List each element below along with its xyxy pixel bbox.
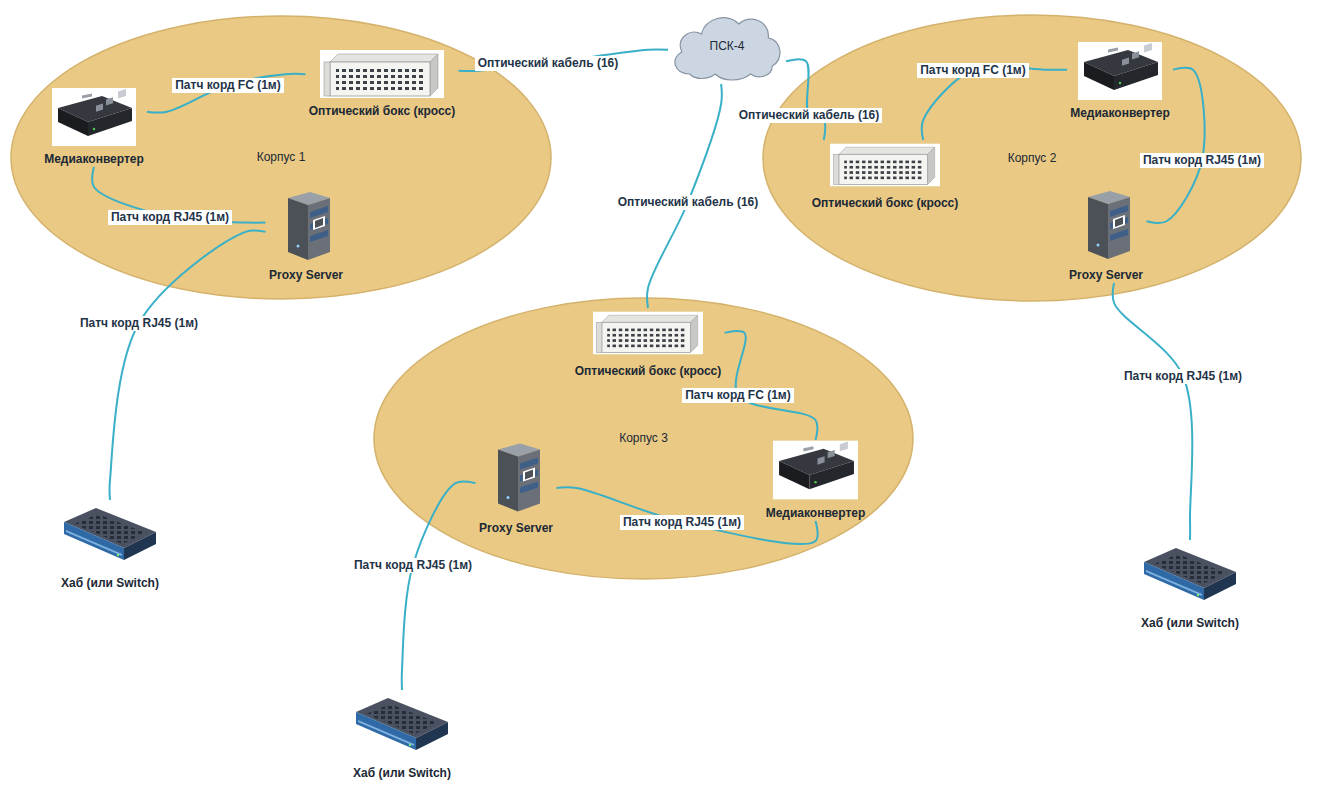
- cable-connector: [1113, 283, 1193, 540]
- optical-box: Оптический бокс (кросс): [572, 308, 725, 379]
- zone-fill: [11, 16, 551, 299]
- device-label: Хаб (или Switch): [353, 766, 451, 781]
- device-label: Хаб (или Switch): [1141, 616, 1239, 631]
- hub-switch: Хаб (или Switch): [350, 690, 454, 781]
- optical-box: Оптический бокс (кросс): [809, 140, 962, 211]
- cable-label: Патч корд RJ45 (1м): [77, 316, 201, 331]
- hub-switch: Хаб (или Switch): [1138, 540, 1242, 631]
- zone-title: ПСК-4: [710, 39, 745, 54]
- zone-title: Корпус 1: [257, 150, 306, 165]
- proxy-server: Proxy Server: [1066, 188, 1147, 283]
- device-label: Оптический бокс (кросс): [575, 364, 722, 379]
- proxy-server: Proxy Server: [476, 440, 557, 536]
- device-label: Оптический бокс (кросс): [812, 196, 959, 211]
- optical-box: Оптический бокс (кросс): [306, 50, 459, 119]
- media-converter: Медиаконвертер: [763, 440, 869, 521]
- cable-label: Патч корд FC (1м): [172, 78, 284, 93]
- cable-label: Патч корд RJ45 (1м): [351, 558, 475, 573]
- device-label: Оптический бокс (кросс): [309, 104, 456, 119]
- zone-title: Корпус 3: [619, 431, 668, 446]
- network-cloud: ПСК-4: [668, 8, 786, 84]
- building-zone: Корпус 1 Медиаконвертер Оптический бокс (к…: [10, 15, 552, 300]
- device-label: Медиаконвертер: [1070, 106, 1170, 121]
- cable-label: Патч корд RJ45 (1м): [1121, 369, 1245, 384]
- zone-fill: [374, 298, 913, 579]
- device-label: Proxy Server: [479, 521, 553, 536]
- cable-label: Патч корд RJ45 (1м): [1140, 153, 1264, 168]
- zone-fill: [763, 15, 1301, 301]
- device-label: Медиаконвертер: [44, 152, 144, 167]
- cable-label: Оптический кабель (16): [736, 108, 883, 123]
- cable-label: Патч корд FC (1м): [682, 388, 794, 403]
- building-zone: Корпус 3 Оптический бокс (кросс) Медиаконв…: [373, 297, 914, 580]
- hub-icon: [64, 508, 156, 560]
- cable-label: Оптический кабель (16): [475, 56, 622, 71]
- device-label: Proxy Server: [269, 268, 343, 283]
- cable-label: Патч корд FC (1м): [917, 63, 1029, 78]
- media-converter: Медиаконвертер: [1067, 42, 1173, 121]
- cable-label: Оптический кабель (16): [615, 195, 762, 210]
- device-label: Proxy Server: [1069, 268, 1143, 283]
- hub-icon: [356, 698, 448, 750]
- cable-label: Патч корд RJ45 (1м): [620, 515, 744, 530]
- zone-title: Корпус 2: [1008, 151, 1057, 166]
- cable-label: Патч корд RJ45 (1м): [108, 210, 232, 225]
- media-converter: Медиаконвертер: [41, 88, 147, 167]
- hub-switch: Хаб (или Switch): [58, 500, 162, 591]
- device-label: Медиаконвертер: [766, 506, 866, 521]
- cloud-fill: [675, 18, 780, 80]
- proxy-server: Proxy Server: [266, 190, 347, 283]
- hub-icon: [1144, 548, 1236, 600]
- cable-connector: [459, 50, 669, 71]
- device-label: Хаб (или Switch): [61, 576, 159, 591]
